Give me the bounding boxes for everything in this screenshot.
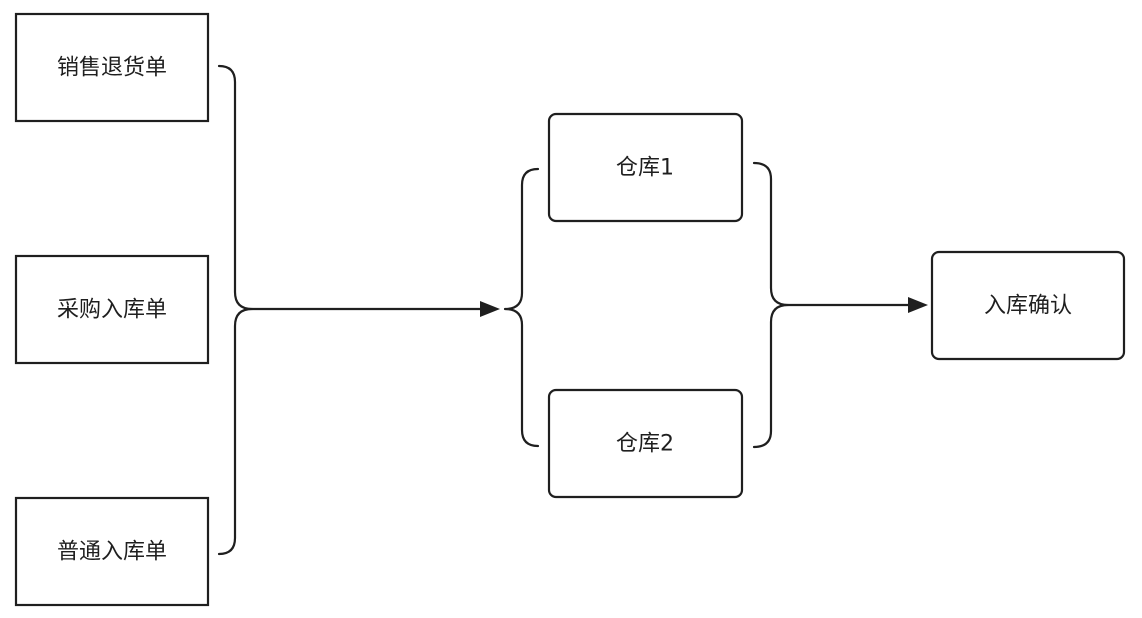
warehouse-brace-right (752, 161, 790, 449)
node-receipt-confirm[interactable]: 入库确认 (930, 250, 1126, 361)
node-warehouse-2-box (547, 388, 744, 499)
left-brace (217, 64, 254, 556)
node-sales-return-label: 销售退货单 (57, 56, 167, 81)
node-sales-return[interactable]: 销售退货单 (14, 12, 210, 123)
node-normal-receipt-label: 普通入库单 (57, 540, 167, 565)
arrowhead-warehouses-to-confirm (908, 297, 928, 313)
node-warehouse-1-box (547, 112, 744, 223)
node-normal-receipt[interactable]: 普通入库单 (14, 496, 210, 607)
node-warehouse-1-label: 仓库1 (616, 156, 674, 181)
node-receipt-confirm-box (930, 250, 1126, 361)
node-warehouse-2[interactable]: 仓库2 (547, 388, 744, 499)
node-purchase-receipt[interactable]: 采购入库单 (14, 254, 210, 365)
node-normal-receipt-box (14, 496, 210, 607)
node-purchase-receipt-label: 采购入库单 (57, 298, 167, 323)
node-sales-return-box (14, 12, 210, 123)
arrowhead-sources-to-warehouses (480, 301, 500, 317)
node-receipt-confirm-label: 入库确认 (984, 294, 1072, 319)
node-warehouse-1[interactable]: 仓库1 (547, 112, 744, 223)
node-warehouse-2-label: 仓库2 (616, 432, 674, 457)
warehouse-brace-left (503, 167, 540, 448)
node-purchase-receipt-box (14, 254, 210, 365)
